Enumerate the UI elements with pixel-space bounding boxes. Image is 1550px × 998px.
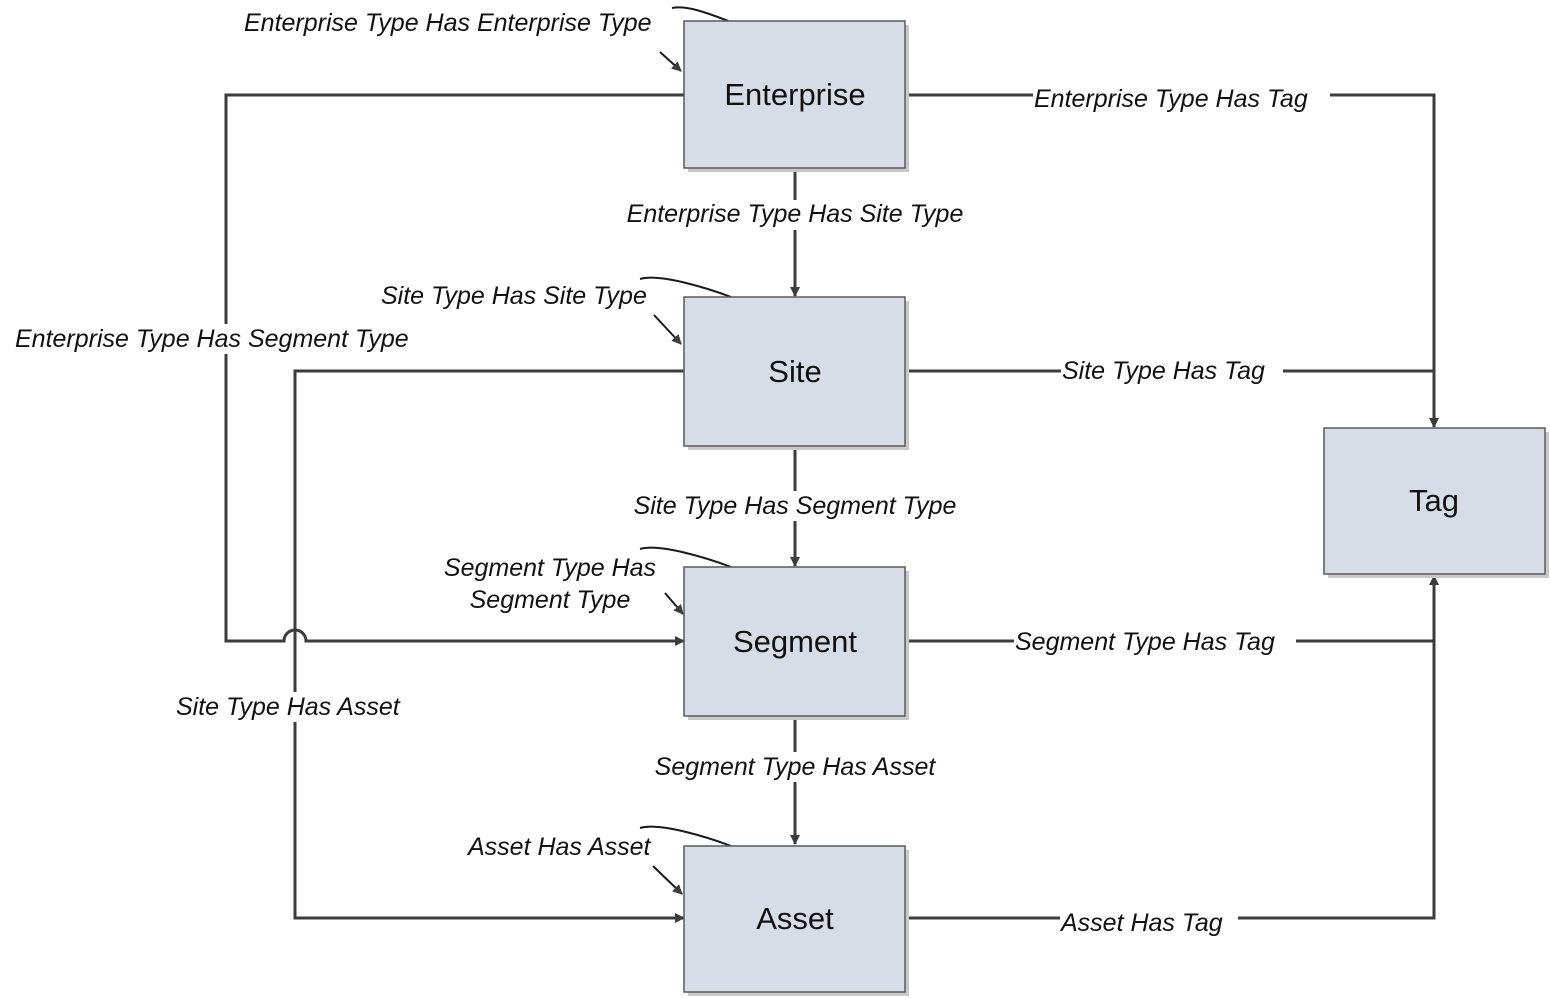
label-bg xyxy=(620,491,970,521)
edge-site-asset xyxy=(293,369,685,923)
node-box xyxy=(683,296,906,447)
node-asset: Asset xyxy=(683,845,909,996)
self-arrow-asset xyxy=(652,865,683,895)
label-site-tag: Site Type Has Tag xyxy=(1062,357,1265,385)
label-segment-self-line1: Segment Type Has xyxy=(444,554,656,582)
self-arrow-enterprise xyxy=(659,51,682,72)
label-site-segment: Site Type Has Segment Type xyxy=(634,492,957,520)
label-segment-tag: Segment Type Has Tag xyxy=(1015,628,1275,656)
label-bg xyxy=(1014,627,1296,657)
label-bg xyxy=(612,200,978,230)
edge-labels: Enterprise Type Has Enterprise Type Ente… xyxy=(12,9,1330,938)
node-label-tag: Tag xyxy=(1409,483,1459,518)
self-arrow-site xyxy=(653,314,682,345)
node-label-segment: Segment xyxy=(733,624,857,659)
node-label-asset: Asset xyxy=(756,901,834,936)
node-enterprise: Enterprise xyxy=(683,20,909,172)
self-arrow-enterprise-top xyxy=(671,6,732,23)
label-segment-self-line2: Segment Type xyxy=(470,586,631,614)
node-box xyxy=(683,566,906,717)
label-asset-tag: Asset Has Tag xyxy=(1059,909,1223,937)
label-enterprise-site: Enterprise Type Has Site Type xyxy=(627,200,964,228)
label-site-self: Site Type Has Site Type xyxy=(381,282,647,310)
self-arrow-asset-top xyxy=(639,825,732,847)
self-arrows xyxy=(639,6,732,895)
node-label-site: Site xyxy=(768,354,821,389)
label-bg xyxy=(1033,84,1330,114)
label-asset-self: Asset Has Asset xyxy=(466,833,652,861)
node-label-enterprise: Enterprise xyxy=(724,77,865,112)
label-enterprise-segment: Enterprise Type Has Segment Type xyxy=(15,325,409,353)
node-site: Site xyxy=(683,296,909,450)
node-box xyxy=(683,845,906,993)
node-segment: Segment xyxy=(683,566,909,720)
edge-enterprise-segment xyxy=(224,93,685,646)
label-bg xyxy=(1060,908,1238,938)
label-bg xyxy=(174,692,418,722)
self-arrow-segment xyxy=(664,592,684,615)
node-box xyxy=(683,20,906,169)
self-arrow-segment-top xyxy=(639,546,732,568)
self-arrow-site-top xyxy=(639,276,732,298)
label-bg xyxy=(1061,356,1283,386)
label-enterprise-self: Enterprise Type Has Enterprise Type xyxy=(244,9,652,37)
node-tag: Tag xyxy=(1323,427,1549,578)
node-box xyxy=(1323,427,1546,575)
label-bg xyxy=(643,752,949,782)
label-segment-asset: Segment Type Has Asset xyxy=(655,753,937,781)
label-enterprise-tag: Enterprise Type Has Tag xyxy=(1034,85,1308,113)
label-site-asset: Site Type Has Asset xyxy=(176,693,401,721)
label-bg xyxy=(12,324,440,354)
